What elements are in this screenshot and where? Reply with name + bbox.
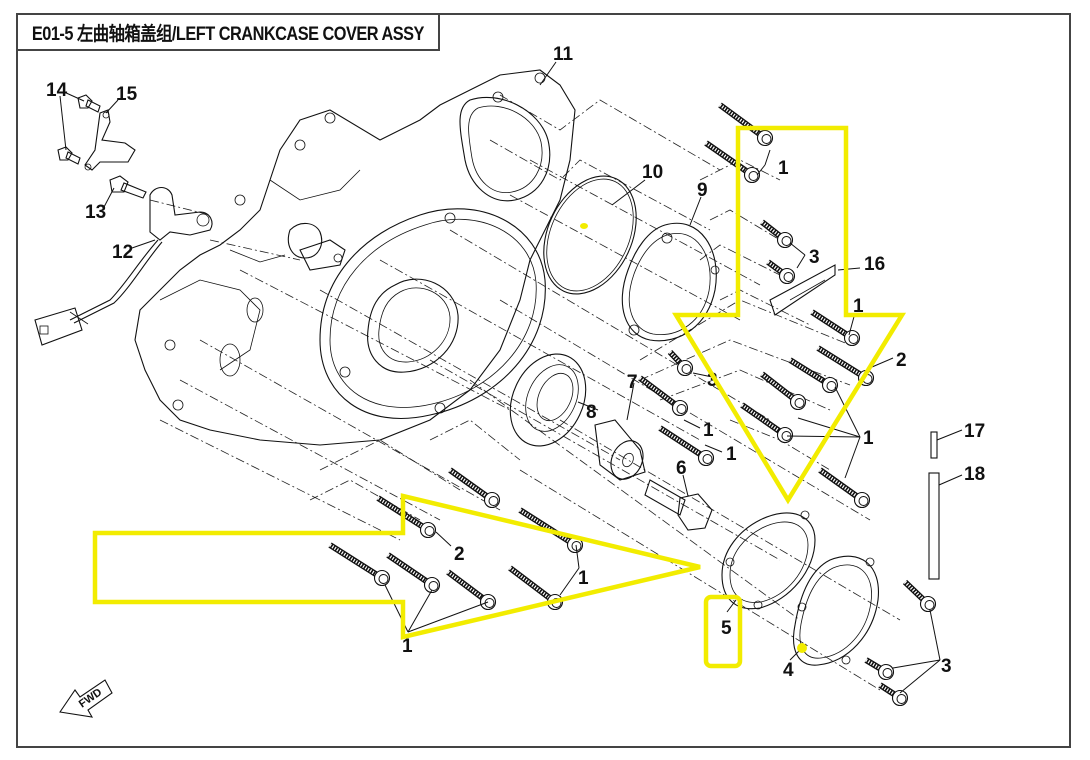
leader-lines bbox=[59, 61, 963, 694]
callout-7: 7 bbox=[627, 372, 638, 393]
callout-2-left: 2 bbox=[454, 544, 465, 565]
small-hardware-top-left bbox=[57, 94, 147, 199]
cover-plate bbox=[621, 222, 720, 342]
callout-15: 15 bbox=[116, 84, 138, 105]
flange-bolt-icon bbox=[328, 542, 391, 587]
callout-16: 16 bbox=[864, 254, 885, 275]
callout-3-upper: 3 bbox=[809, 247, 820, 268]
callout-14: 14 bbox=[46, 80, 68, 101]
callout-9: 9 bbox=[697, 180, 708, 201]
flange-bolt-icon bbox=[818, 467, 871, 509]
callout-3-lower: 3 bbox=[941, 656, 952, 677]
seal-bushing-bolt bbox=[509, 353, 713, 531]
fwd-arrow-icon: FWD bbox=[59, 679, 113, 718]
highlight-annotations bbox=[92, 125, 907, 669]
flange-bolt-icon bbox=[638, 375, 689, 417]
callout-8: 8 bbox=[586, 402, 597, 423]
callout-6: 6 bbox=[676, 458, 687, 479]
callout-1-group: 1 bbox=[863, 428, 874, 449]
crankcase-cover-body bbox=[134, 69, 576, 446]
callout-1-mid-b: 1 bbox=[726, 444, 737, 465]
callout-5: 5 bbox=[721, 618, 732, 639]
flange-bolt-icon bbox=[667, 349, 694, 377]
flange-bolt-icon bbox=[386, 552, 441, 594]
drawing-frame bbox=[16, 13, 1071, 748]
page-title: E01-5 左曲轴箱盖组/LEFT CRANKCASE COVER ASSY bbox=[32, 23, 425, 45]
flange-bolt-icon bbox=[446, 569, 497, 611]
callout-10: 10 bbox=[642, 162, 663, 183]
callout-1-left-b: 1 bbox=[402, 636, 413, 657]
plate bbox=[769, 264, 836, 316]
fwd-label: FWD bbox=[77, 686, 104, 710]
callout-3-mid: 3 bbox=[707, 370, 718, 391]
callout-13: 13 bbox=[85, 202, 106, 223]
flange-bolt-icon bbox=[718, 102, 774, 147]
end-cover bbox=[793, 555, 879, 666]
callout-1-right: 1 bbox=[853, 296, 864, 317]
flange-bolt-icon bbox=[878, 682, 909, 707]
highlight-arrow-right bbox=[92, 493, 701, 640]
callout-18: 18 bbox=[964, 464, 985, 485]
highlight-arrow-down bbox=[672, 125, 907, 505]
flange-bolt-icon bbox=[766, 259, 796, 285]
callout-11: 11 bbox=[553, 44, 574, 65]
flange-bolt-icon bbox=[810, 309, 861, 347]
flange-bolt-icon bbox=[658, 425, 715, 467]
title-box: E01-5 左曲轴箱盖组/LEFT CRANKCASE COVER ASSY bbox=[16, 13, 440, 51]
flange-bolt-icon bbox=[448, 467, 501, 509]
callout-1-left-a: 1 bbox=[578, 568, 589, 589]
callout-1-upper: 1 bbox=[778, 158, 789, 179]
flange-bolt-icon bbox=[864, 657, 895, 681]
flange-bolt-icon bbox=[902, 579, 937, 613]
callout-1-mid-a: 1 bbox=[703, 420, 714, 441]
flange-bolt-icon bbox=[788, 357, 839, 394]
highlight-box-part-5 bbox=[703, 594, 743, 669]
flange-bolt-icon bbox=[760, 371, 807, 411]
callout-17: 17 bbox=[964, 421, 985, 442]
callout-4: 4 bbox=[783, 660, 794, 681]
o-ring bbox=[543, 175, 637, 295]
pins bbox=[928, 431, 940, 580]
highlight-dot-part-4 bbox=[797, 643, 807, 653]
flange-bolt-icon bbox=[518, 507, 584, 554]
callout-12: 12 bbox=[112, 242, 133, 263]
flange-bolt-icon bbox=[760, 219, 794, 249]
highlight-dot-o-ring bbox=[580, 223, 588, 229]
sensor-assembly bbox=[34, 186, 213, 346]
callout-2-right: 2 bbox=[896, 350, 907, 371]
flange-bolt-icon bbox=[704, 140, 761, 184]
flange-bolt-icon bbox=[740, 402, 794, 444]
gasket bbox=[721, 510, 816, 610]
callout-labels: 14 15 13 12 11 10 9 1 3 16 1 2 3 7 8 1 1… bbox=[46, 44, 985, 681]
